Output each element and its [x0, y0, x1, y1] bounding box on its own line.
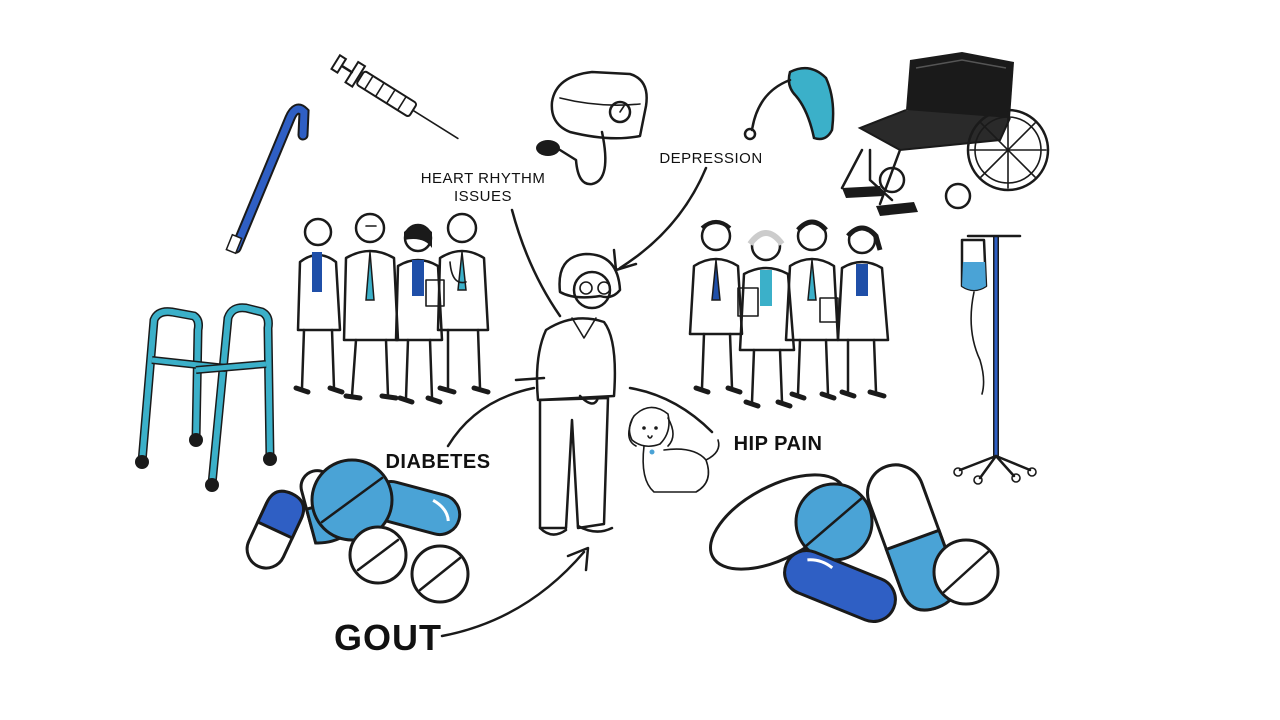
- walker-icon: [135, 303, 277, 492]
- label-hip-pain: HIP PAIN: [734, 433, 823, 455]
- iv-drip-icon: [953, 234, 1037, 485]
- dog-icon: [628, 406, 720, 493]
- label-gout: GOUT: [334, 617, 442, 658]
- doctors-group-right-icon: [688, 219, 890, 409]
- label-heart-rhythm-line2: ISSUES: [454, 188, 512, 205]
- elderly-woman-icon: [535, 252, 622, 536]
- arrows: [440, 166, 714, 638]
- hearing-aid-icon: [743, 66, 835, 141]
- pills-right-icon: [709, 463, 1000, 623]
- doctors-group-left-icon: [293, 212, 491, 405]
- blood-pressure-cuff-icon: [536, 70, 648, 186]
- label-heart-rhythm-line1: HEART RHYTHM: [421, 170, 546, 187]
- label-depression: DEPRESSION: [659, 150, 762, 167]
- syringe-icon: [330, 53, 459, 140]
- cane-icon: [225, 103, 310, 255]
- label-diabetes: DIABETES: [385, 451, 490, 473]
- pills-left-icon: [245, 458, 470, 604]
- wheelchair-icon: [840, 52, 1050, 216]
